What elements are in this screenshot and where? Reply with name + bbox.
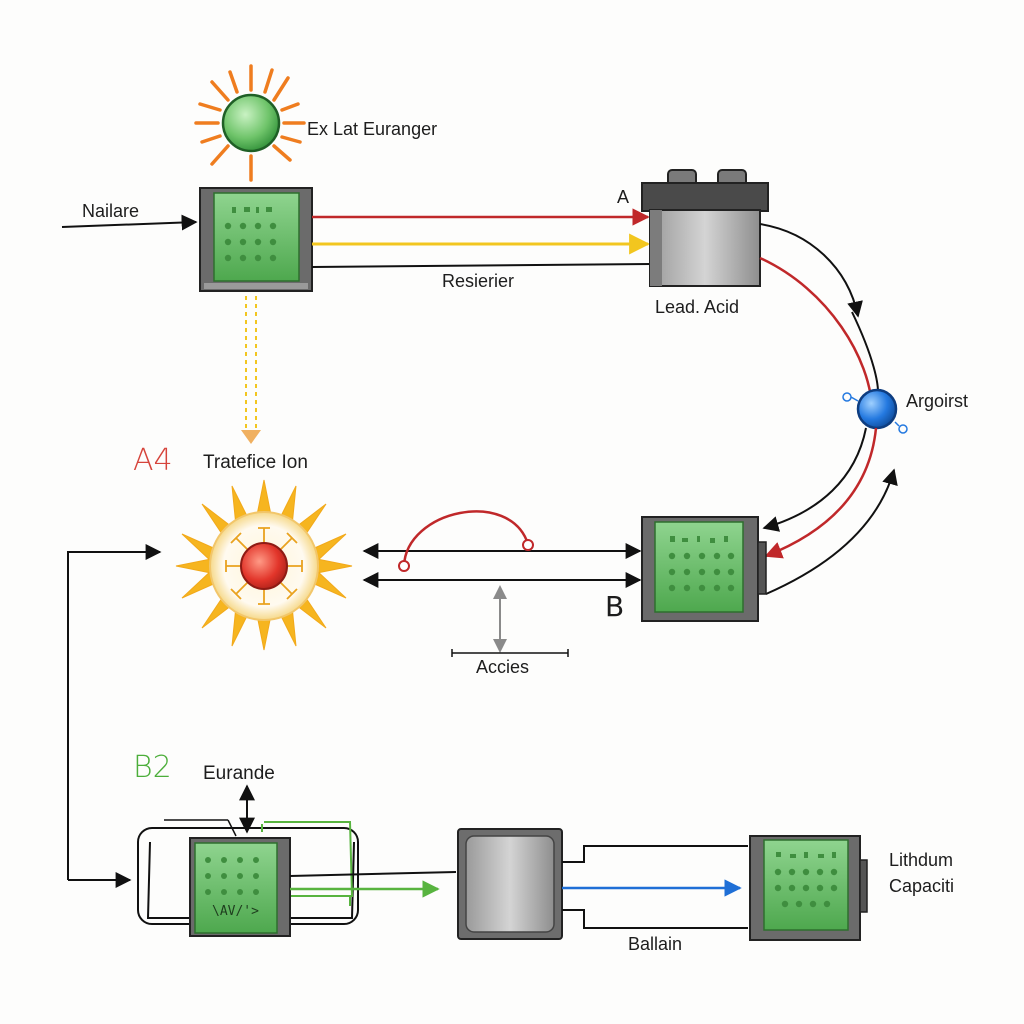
cell-b2-label: Eurande [203,763,275,784]
lithium-capacitor [749,835,868,941]
node-to-b-red [764,427,878,559]
cell-b [641,516,767,622]
section-b-label: B2 [133,750,172,785]
input-label: Nailare [82,201,140,221]
wire-label: Resierier [442,271,515,291]
battery-black-curve [759,223,863,318]
top-bridge-wire [562,845,748,863]
cell-b2-text: \AV/'> [212,904,259,919]
argon-node-icon [842,388,908,434]
lead-acid-battery [641,169,769,287]
capacitor-label-line1: Lithdum [889,850,954,870]
capacitor-label-line2: Capaciti [889,876,955,896]
terminal-label: A [617,187,630,207]
cell-b2: \AV/'> [137,819,359,937]
node-label: Argoirst [906,391,969,411]
b-to-node-black [765,468,898,595]
ion-sun-icon [175,479,353,651]
ion-label: Tratefice Ion [203,452,308,473]
red-arc [402,510,530,567]
axis-label: Accies [476,657,530,677]
bottom-wire-label: Ballain [628,934,683,954]
sun-icon [194,64,306,182]
dashed-down-arrow [241,296,261,444]
converter-box [457,828,563,940]
input-arrow [61,214,198,231]
b2-black-wire [289,871,457,877]
black-wire [311,263,653,268]
battery-red-curve [759,256,874,409]
section-a-label: A4 [133,443,173,478]
solar-cell-top [199,187,313,292]
sun-label: Ex Lat Euranger [307,119,438,139]
left-loop-line [67,544,162,880]
cell-b-label: B [605,590,624,623]
battery-label: Lead. Acid [655,297,740,317]
node-to-b-black [762,427,867,532]
bottom-bridge-wire [562,909,748,929]
